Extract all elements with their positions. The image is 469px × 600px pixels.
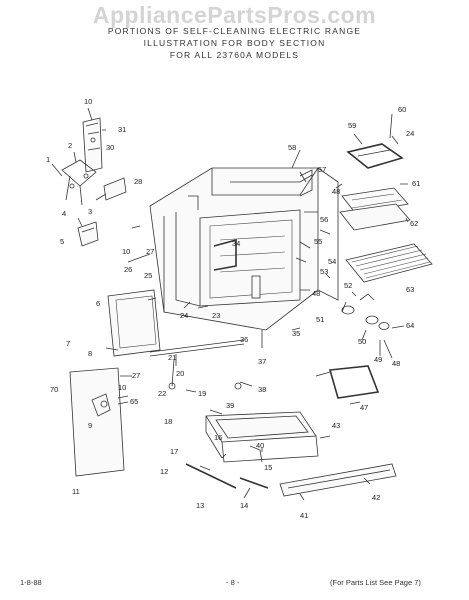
callout-label: 9 [88, 421, 92, 430]
callout-label: 8 [88, 349, 92, 358]
footer-page-number: - 8 - [226, 578, 240, 587]
callout-label: 52 [344, 281, 352, 290]
callout-label: 40 [256, 441, 264, 450]
callout-label: 5 [60, 237, 64, 246]
callout-label: 22 [158, 389, 166, 398]
callout-label: 24 [180, 311, 188, 320]
callout-label: 19 [198, 389, 206, 398]
callout-label: 3 [88, 207, 92, 216]
callout-label: 23 [212, 311, 220, 320]
part-oven-rack-63 [345, 243, 433, 283]
part-kick-panel-42 [279, 463, 397, 497]
callout-label: 70 [50, 385, 58, 394]
part-knob-set [341, 293, 390, 330]
part-broil-pan [339, 187, 411, 231]
callout-label: 17 [170, 447, 178, 456]
callout-label: 12 [160, 467, 168, 476]
part-bake-element-59 [346, 143, 404, 169]
part-door-panel-11 [69, 367, 129, 477]
callout-label: 14 [240, 501, 248, 510]
footer-parts-list-note: (For Parts List See Page 7) [330, 578, 421, 587]
callout-label: 35 [292, 329, 300, 338]
callout-label: 24 [406, 129, 414, 138]
part-rod-20 [149, 339, 245, 390]
callout-label: 10 [118, 383, 126, 392]
callout-labels: 10 31 30 2 1 28 3 4 5 27 10 26 25 24 23 … [46, 97, 420, 520]
callout-label: 34 [232, 239, 240, 248]
callout-label: 48 [392, 359, 400, 368]
part-terminal-bracket [61, 159, 97, 206]
callout-label: 1 [46, 155, 50, 164]
callout-label: 18 [164, 417, 172, 426]
callout-label: 10 [122, 247, 130, 256]
callout-label: 27 [146, 247, 154, 256]
callout-label: 39 [226, 401, 234, 410]
callout-label: 10 [84, 97, 92, 106]
callout-label: 7 [66, 339, 70, 348]
callout-label: 43 [332, 421, 340, 430]
callout-label: 64 [406, 321, 414, 330]
callout-label: 49 [374, 355, 382, 364]
callout-label: 28 [134, 177, 142, 186]
callout-label: 63 [406, 285, 414, 294]
callout-label: 51 [316, 315, 324, 324]
callout-label: 30 [106, 143, 114, 152]
part-broil-element-47 [315, 365, 380, 399]
part-oven-body [149, 167, 339, 331]
callout-label: 41 [300, 511, 308, 520]
callout-label: 57 [318, 165, 326, 174]
callout-label: 48 [332, 187, 340, 196]
callout-label: 2 [68, 141, 72, 150]
callout-label: 13 [196, 501, 204, 510]
callout-label: 37 [258, 357, 266, 366]
callout-label: 56 [320, 215, 328, 224]
callout-label: 48 [312, 289, 320, 298]
diagram-title-line3: FOR ALL 23760A MODELS [169, 50, 300, 60]
callout-label: 60 [398, 105, 406, 114]
part-storage-drawer [205, 411, 319, 463]
callout-label: 55 [314, 237, 322, 246]
callout-label: 38 [258, 385, 266, 394]
diagram-title-line2: ILLUSTRATION FOR BODY SECTION [143, 38, 326, 48]
footer-date: 1-8-88 [20, 578, 42, 587]
callout-label: 26 [124, 265, 132, 274]
part-fastener-38 [234, 382, 242, 390]
part-side-panel-6 [107, 289, 161, 357]
callout-label: 16 [214, 433, 222, 442]
callout-label: 25 [144, 271, 152, 280]
diagram-title-line1: PORTIONS OF SELF-CLEANING ELECTRIC RANGE [107, 26, 362, 36]
callout-label: 36 [240, 335, 248, 344]
callout-label: 62 [410, 219, 418, 228]
callout-label: 47 [360, 403, 368, 412]
part-clip-28 [95, 177, 127, 201]
callout-label: 27 [132, 371, 140, 380]
part-bracket-31 [82, 117, 103, 173]
part-slide-rod-13 [185, 463, 269, 489]
callout-label: 31 [118, 125, 126, 134]
callout-label: 15 [264, 463, 272, 472]
callout-label: 21 [168, 353, 176, 362]
callout-label: 42 [372, 493, 380, 502]
part-bracket-5 [77, 221, 99, 247]
callout-label: 50 [358, 337, 366, 346]
callout-label: 4 [62, 209, 66, 218]
callout-label: 65 [130, 397, 138, 406]
callout-label: 54 [328, 257, 336, 266]
callout-label: 59 [348, 121, 356, 130]
callout-label: 11 [72, 487, 80, 496]
callout-label: 53 [320, 267, 328, 276]
callout-label: 6 [96, 299, 100, 308]
watermark-text: AppliancePartsPros.com [92, 2, 377, 28]
callout-label: 20 [176, 369, 184, 378]
callout-label: 61 [412, 179, 420, 188]
callout-label: 58 [288, 143, 296, 152]
